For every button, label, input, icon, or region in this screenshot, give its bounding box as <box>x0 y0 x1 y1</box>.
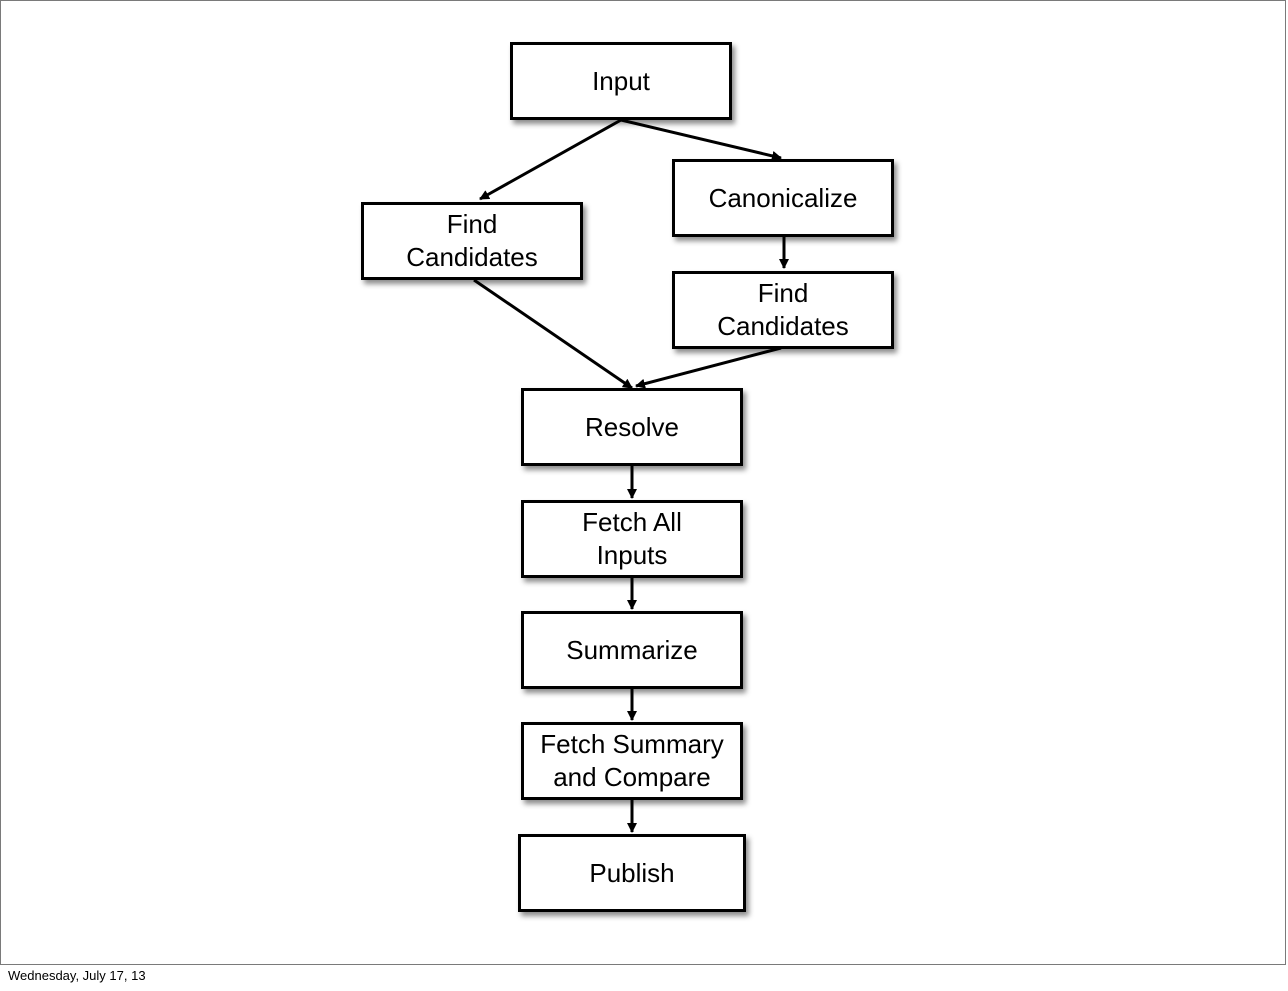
edge-input-to-canonicalize <box>620 118 782 161</box>
node-input-label: Input <box>592 65 650 96</box>
node-fetch-all-inputs: Fetch All Inputs <box>521 500 743 578</box>
node-find-candidates-right: Find Candidates <box>672 271 894 349</box>
node-canonicalize: Canonicalize <box>672 159 894 237</box>
node-summarize-label: Summarize <box>566 634 698 665</box>
node-find-candidates-left-label: Find Candidates <box>406 209 538 272</box>
node-canonicalize-label: Canonicalize <box>708 182 858 213</box>
node-find-candidates-right-label: Find Candidates <box>717 278 849 341</box>
edge-find-candidates-right-to-resolve <box>635 346 782 389</box>
node-fetch-summary-compare: Fetch Summary and Compare <box>521 722 743 800</box>
slide-canvas <box>0 0 1286 965</box>
edge-find-candidates-left-to-resolve <box>473 278 633 390</box>
node-fetch-all-inputs-label: Fetch All Inputs <box>582 507 682 570</box>
node-publish-label: Publish <box>589 857 675 888</box>
node-find-candidates-left: Find Candidates <box>361 202 583 280</box>
node-input: Input <box>510 42 732 120</box>
node-resolve-label: Resolve <box>585 411 679 442</box>
node-resolve: Resolve <box>521 388 743 466</box>
node-publish: Publish <box>518 834 746 912</box>
edge-input-to-find-candidates-left <box>479 118 622 201</box>
node-summarize: Summarize <box>521 611 743 689</box>
footer-date: Wednesday, July 17, 13 <box>8 968 146 983</box>
node-fetch-summary-compare-label: Fetch Summary and Compare <box>540 729 724 792</box>
